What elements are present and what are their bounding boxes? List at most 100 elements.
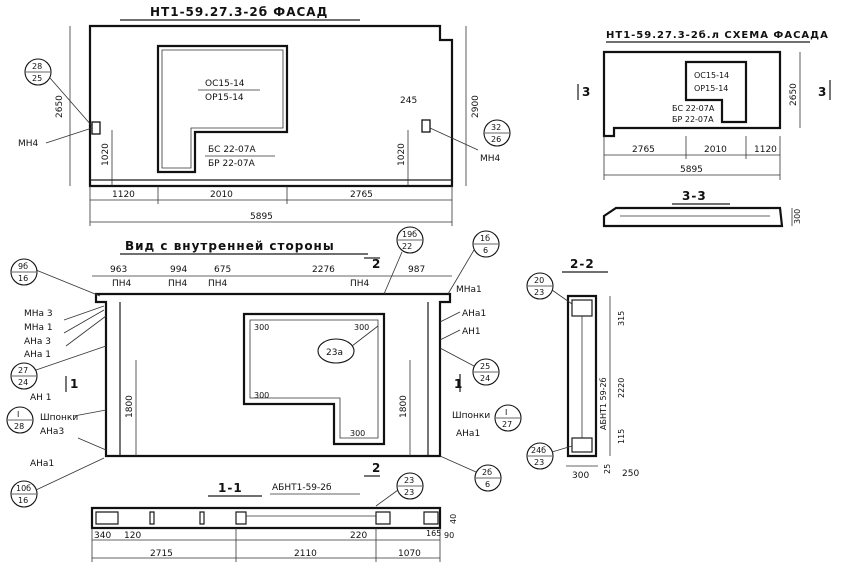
facade-h-right: 2900	[471, 95, 481, 118]
sec11-d40: 40	[449, 514, 458, 524]
sec22-label: АБНТ1 59-2б	[599, 377, 608, 430]
inner-pn4: ПН4	[350, 279, 370, 289]
inner-callout-9b-top: 9б	[18, 262, 28, 271]
inner-an1-right: АН1	[462, 327, 481, 337]
sec11-outline	[90, 506, 442, 530]
sec22-d2220: 2220	[617, 378, 626, 398]
inner-callout-10b-bot: 16	[18, 496, 28, 505]
scheme-window-top: ОС15-14	[694, 71, 729, 80]
inner-section-mark-2-top: 2	[372, 257, 381, 271]
scheme-door-top: БС 22-07А	[672, 104, 715, 113]
inner-ana3-left: АНа 3	[24, 337, 51, 347]
inner-mna1-right: МНа1	[456, 285, 482, 295]
inner-d987: 987	[408, 265, 425, 275]
sec11-d2110: 2110	[294, 549, 317, 559]
facade-view: НТ1-59.27.3-2б ФАСАД ОС15-14 ОР15-14 БС …	[18, 5, 511, 226]
inner-callout-23a	[317, 338, 355, 364]
inner-callout-23-top: 23	[404, 476, 414, 485]
inner-d300-1: 300	[254, 323, 269, 332]
sec22-d300: 300	[572, 471, 589, 481]
inner-opening-rebar	[249, 319, 379, 439]
inner-title: Вид с внутренней стороны	[125, 239, 335, 253]
inner-callout-1b-bot: 6	[483, 246, 488, 255]
facade-h-left: 2650	[55, 95, 65, 118]
inner-mna1-left: МНа 1	[24, 323, 53, 333]
sec11-label: АБНТ1-59-2б	[272, 483, 332, 493]
inner-callout-9b-bot: 16	[18, 274, 28, 283]
inner-ana1-bottom: АНа1	[30, 459, 54, 469]
facade-window-bot-label: ОР15-14	[205, 93, 244, 103]
sec11-d90: 90	[444, 531, 454, 540]
sec11-d2715: 2715	[150, 549, 173, 559]
inner-section-mark-1-left: 1	[70, 377, 79, 391]
facade-dim-b: 2010	[210, 190, 233, 200]
section-3-3: 3-3 300	[602, 189, 802, 228]
facade-dim-c: 2765	[350, 190, 373, 200]
scheme-opening	[684, 60, 748, 124]
facade-opening-inner	[161, 49, 284, 169]
inner-callout-I-left-top: I	[17, 410, 19, 419]
sec11-d120: 120	[124, 531, 141, 541]
inner-pn1: ПН4	[112, 279, 132, 289]
section-1-1: 1-1 АБНТ1-59-2б 340 120 220 165 90 40 27…	[90, 481, 458, 562]
inner-d994: 994	[170, 265, 187, 275]
inner-shponki-left: Шпонки	[40, 413, 78, 423]
inner-ana3-bottom: АНа3	[40, 427, 64, 437]
inner-pn3: ПН4	[208, 279, 228, 289]
facade-d245: 245	[400, 96, 417, 106]
facade-dim-a: 1120	[112, 190, 135, 200]
inner-callout-25-top: 25	[480, 362, 490, 371]
scheme-title: НТ1-59.27.3-2б.л СХЕМА ФАСАДА	[606, 29, 829, 41]
inner-d300-4: 300	[350, 429, 365, 438]
inner-d2276: 2276	[312, 265, 335, 275]
inner-callout-1b-top: 1б	[480, 234, 490, 243]
inner-callout-23-bot: 23	[404, 488, 414, 497]
inner-section-mark-2-bottom: 2	[372, 461, 381, 475]
inner-d300-2: 300	[354, 323, 369, 332]
inner-d675: 675	[214, 265, 231, 275]
facade-mn4-left-leader	[45, 127, 93, 144]
scheme-d3: 1120	[754, 145, 777, 155]
facade-title: НТ1-59.27.3-2б ФАСАД	[150, 5, 328, 19]
facade-callout-right-bot: 26	[491, 135, 501, 144]
sec11-d165: 165	[426, 529, 441, 538]
facade-mn4-right: МН4	[480, 154, 501, 164]
facade-callout-right-top: 32	[491, 123, 501, 132]
scheme-view: НТ1-59.27.3-2б.л СХЕМА ФАСАДА ОС15-14 ОР…	[577, 29, 831, 180]
scheme-mark-left: 3	[582, 85, 591, 99]
inner-an1-left: АН 1	[30, 393, 52, 403]
scheme-d2: 2010	[704, 145, 727, 155]
inner-panel-outline	[94, 292, 452, 458]
inner-ana1-left: АНа 1	[24, 350, 51, 360]
sec22-callout-24b-top: 24б	[531, 446, 546, 455]
inner-ana1-right-bottom: АНа1	[456, 429, 480, 439]
sec22-d315: 315	[617, 311, 626, 326]
sec22-outline	[566, 294, 598, 458]
scheme-mark-right: 3	[818, 85, 827, 99]
inner-d963: 963	[110, 265, 127, 275]
sec11-d340: 340	[94, 531, 111, 541]
sec11-d1070: 1070	[398, 549, 421, 559]
scheme-h: 2650	[789, 83, 799, 106]
scheme-total: 5895	[680, 165, 703, 175]
section-2-2: 2-2 АБНТ1 59-2б 315 2220 115 25 300 250 …	[526, 257, 639, 481]
sec33-h: 300	[793, 209, 802, 224]
facade-door-top-label: БС 22-07А	[208, 145, 256, 155]
inner-ana1-right-top: АНа1	[462, 309, 486, 319]
facade-h-low-right: 1020	[397, 143, 407, 166]
inner-callout-26-bot: 6	[485, 480, 490, 489]
inner-callout-27-bot: 24	[18, 378, 28, 387]
sec11-d220: 220	[350, 531, 367, 541]
sec22-title: 2-2	[570, 257, 595, 271]
inner-callout-I-left-bot: 28	[14, 422, 24, 431]
facade-door-bot-label: БР 22-07А	[208, 159, 256, 169]
sec11-title: 1-1	[218, 481, 243, 495]
inner-callout-I-right-top: I	[505, 408, 507, 417]
inner-callout-26-top: 2б	[482, 468, 492, 477]
facade-mn4-right-leader	[429, 127, 479, 151]
inner-callout-19b-bot: 22	[402, 242, 412, 251]
facade-dim-total: 5895	[250, 212, 273, 222]
sec22-callout-24b-bot: 23	[534, 458, 544, 467]
inner-opening	[242, 312, 386, 446]
